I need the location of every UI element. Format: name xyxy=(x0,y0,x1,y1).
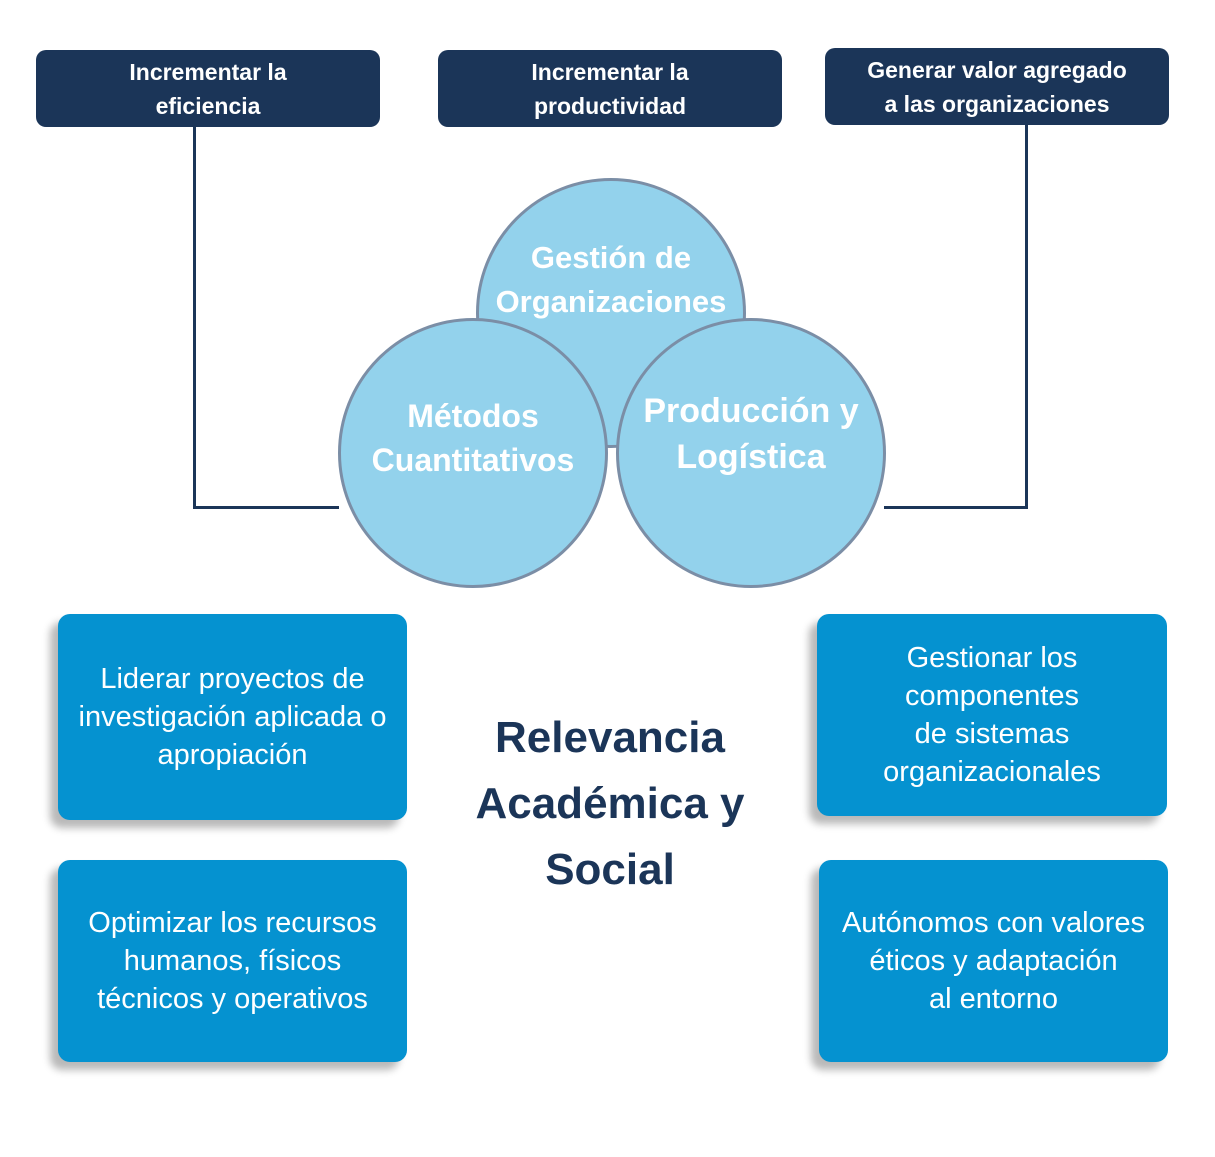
box-text-line: componentes xyxy=(904,680,1080,712)
circle-text-line1: Métodos xyxy=(407,398,539,434)
circle-produccion-logistica: Producción y Logística xyxy=(616,318,886,588)
box-text-line: éticos y adaptación xyxy=(869,945,1118,977)
goal-text-line1: Incrementar la xyxy=(129,58,287,85)
center-title: Relevancia Académica y Social xyxy=(440,705,780,903)
competency-box-ethics: Autónomos con valores éticos y adaptació… xyxy=(819,860,1168,1062)
competency-box-resources: Optimizar los recursos humanos, físicos … xyxy=(58,860,407,1062)
box-text-line: de sistemas xyxy=(914,718,1070,750)
circle-text-line2: Cuantitativos xyxy=(371,442,575,478)
connector-left-horizontal xyxy=(193,506,339,509)
box-text-line: Gestionar los xyxy=(906,642,1078,674)
box-text-line: humanos, físicos xyxy=(123,945,342,977)
goal-text-line2: productividad xyxy=(533,92,687,119)
box-text-line: apropiación xyxy=(157,739,308,771)
connector-left-vertical xyxy=(193,127,196,509)
connector-right-horizontal xyxy=(884,506,1028,509)
box-text-line: Liderar proyectos de xyxy=(100,663,365,695)
goal-box-productivity: Incrementar la productividad xyxy=(438,50,782,127)
goal-text-line1: Generar valor agregado xyxy=(867,56,1127,83)
circle-text-line1: Gestión de xyxy=(530,240,692,275)
box-text-line: al entorno xyxy=(929,983,1058,1015)
box-text-line: Autónomos con valores xyxy=(841,907,1146,939)
center-title-line2: Académica y xyxy=(475,779,745,828)
competency-box-systems: Gestionar los componentes de sistemas or… xyxy=(817,614,1167,816)
box-text-line: organizacionales xyxy=(883,756,1101,788)
competency-box-research: Liderar proyectos de investigación aplic… xyxy=(58,614,407,820)
goal-text-line2: eficiencia xyxy=(155,92,261,119)
center-title-line3: Social xyxy=(545,845,675,894)
goal-box-added-value: Generar valor agregado a las organizacio… xyxy=(825,48,1169,125)
circle-text-line1: Producción y xyxy=(643,392,859,430)
goal-box-efficiency: Incrementar la eficiencia xyxy=(36,50,380,127)
box-text-line: Optimizar los recursos xyxy=(88,907,377,939)
connector-right-vertical xyxy=(1025,125,1028,509)
circle-metodos-cuantitativos: Métodos Cuantitativos xyxy=(338,318,608,588)
box-text-line: técnicos y operativos xyxy=(97,983,368,1015)
center-title-line1: Relevancia xyxy=(495,713,725,762)
goal-text-line2: a las organizaciones xyxy=(884,90,1110,117)
goal-text-line1: Incrementar la xyxy=(531,58,689,85)
circle-text-line2: Organizaciones xyxy=(495,284,727,319)
box-text-line: investigación aplicada o xyxy=(78,701,387,733)
circle-text-line2: Logística xyxy=(676,438,826,476)
